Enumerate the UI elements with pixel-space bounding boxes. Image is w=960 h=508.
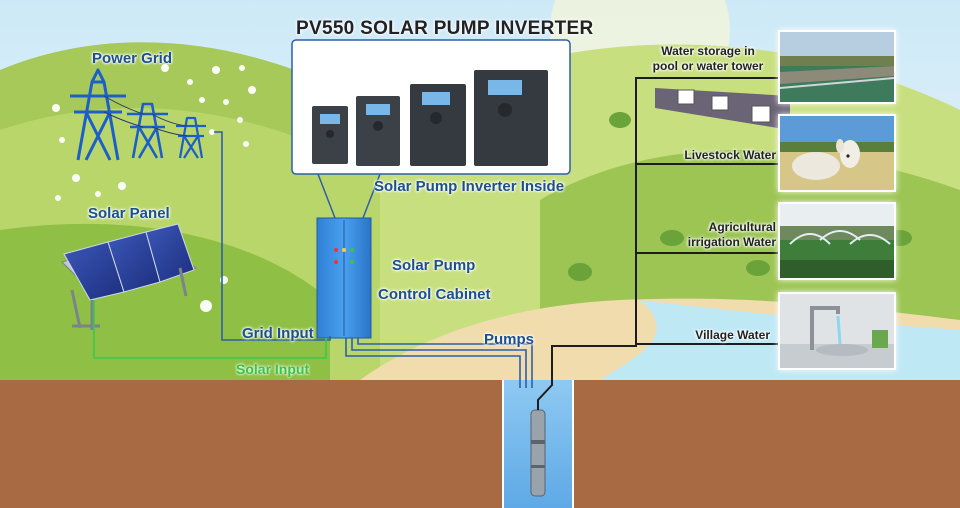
inverter-unit-medium	[356, 96, 400, 166]
power-grid-label: Power Grid	[92, 50, 173, 67]
cabinet-to-pump-line-3	[357, 338, 533, 388]
showcase-connector-left	[317, 173, 336, 219]
cabinet-to-pump-line-2	[351, 338, 527, 388]
solar-input-label: Solar Input	[236, 361, 310, 377]
photo-water-storage	[778, 30, 896, 104]
output-label-line: irrigation Water	[687, 235, 776, 249]
output-label-water-storage: Water storage in pool or water tower	[646, 44, 770, 74]
output-label-line: Agricultural	[708, 220, 776, 234]
cabinet-label-line2: Control Cabinet	[378, 286, 491, 303]
cabinet-to-pump-line-1	[345, 338, 521, 388]
house-window	[677, 89, 695, 105]
control-cabinet	[316, 217, 372, 339]
output-label-line: Livestock Water	[684, 148, 776, 162]
output-label-irrigation: Agricultural irrigation Water	[666, 220, 776, 250]
tower-large	[70, 68, 126, 161]
output-label-line: pool or water tower	[652, 59, 764, 73]
diagram-title: PV550 SOLAR PUMP INVERTER	[296, 18, 594, 39]
output-label-line: Village Water	[695, 328, 770, 342]
output-label-village: Village Water	[660, 328, 770, 343]
solar-input-line	[93, 300, 327, 359]
submersible-pump	[530, 409, 546, 497]
house-window	[711, 95, 729, 111]
inverter-units	[312, 70, 548, 166]
inverter-unit-small	[312, 106, 348, 164]
photo-irrigation	[778, 202, 896, 280]
output-label-livestock: Livestock Water	[660, 148, 776, 163]
ground	[0, 380, 960, 508]
water-main-line	[537, 77, 778, 410]
output-label-line: Water storage in	[661, 44, 755, 58]
showcase-connector-right	[362, 173, 381, 219]
flowers	[52, 64, 256, 312]
solar-panel-array	[61, 223, 198, 330]
grid-input-label: Grid Input	[242, 325, 314, 342]
house-window	[751, 105, 771, 123]
inverter-unit-large	[410, 84, 466, 166]
grid-input-line	[214, 131, 331, 341]
inverter-inside-label: Solar Pump Inverter Inside	[374, 178, 565, 195]
solar-panel-label: Solar Panel	[88, 205, 170, 222]
inverter-unit-xlarge	[474, 70, 548, 166]
photo-village-water	[778, 292, 896, 370]
tower-medium	[127, 102, 168, 159]
pumps-label: Pumps	[484, 331, 535, 348]
photo-livestock	[778, 114, 896, 192]
tower-small	[176, 116, 206, 159]
cabinet-label-line1: Solar Pump	[392, 257, 476, 274]
power-grid-towers	[70, 68, 206, 161]
